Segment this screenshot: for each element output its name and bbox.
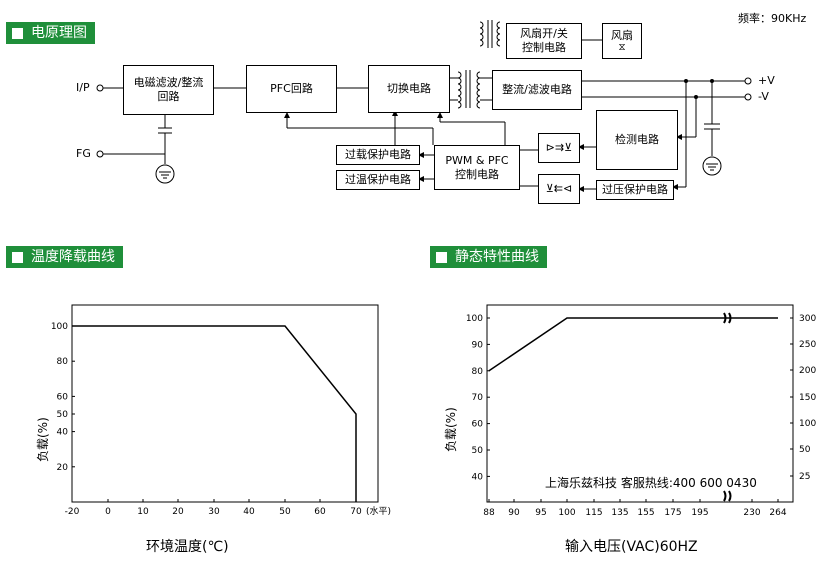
plot-frame: [486, 304, 794, 503]
y-tick-label: 20: [57, 463, 69, 473]
block-diagram-header: 电原理图: [6, 22, 95, 44]
fan-control-block: 风扇开/关 控制电路: [506, 23, 582, 59]
square-icon: [12, 27, 23, 39]
x-tick-label: 115: [585, 508, 602, 518]
y-tick-label: 100: [466, 314, 483, 324]
rectifier-block: 整流/滤波电路: [492, 70, 582, 110]
x-tick-label: 50: [279, 507, 291, 517]
x-tick-label: 88: [483, 508, 495, 518]
x-tick-label: 20: [172, 507, 184, 517]
switch-block: 切换电路: [368, 65, 450, 113]
y2-tick-label: 200: [799, 366, 816, 376]
x-tick-label: 30: [208, 507, 220, 517]
x-tick-label: 90: [508, 508, 520, 518]
x-tick-label: 95: [535, 508, 546, 518]
x-tick-label: 40: [243, 507, 255, 517]
x-tick-label: 195: [691, 508, 708, 518]
optocoupler-icon: ⊳⇉⊻: [545, 141, 573, 154]
x-tick-label: 155: [637, 508, 654, 518]
x-tick-label: 10: [137, 507, 149, 517]
x-tick-label: 60: [314, 507, 326, 517]
y2-tick-label: 150: [799, 393, 816, 403]
x-tick-label: 264: [769, 508, 786, 518]
y-tick-label: 100: [51, 322, 68, 332]
y2-tick-label: 50: [799, 445, 811, 455]
fan-label: 风扇: [611, 29, 633, 42]
static-watermark: 上海乐兹科技 客服热线:400 600 0430: [545, 476, 757, 490]
y-tick-label: 80: [57, 357, 69, 367]
y-tick-label: 40: [472, 472, 484, 482]
x-tick-label: 70: [350, 507, 362, 517]
x-unit-note: (水平): [366, 505, 391, 517]
y2-tick-label: 250: [799, 340, 816, 350]
header-label: 静态特性曲线: [455, 249, 539, 265]
y-tick-label: 50: [472, 446, 484, 456]
static-line: [488, 317, 778, 372]
derating-header: 温度降载曲线: [6, 246, 123, 268]
x-tick-label: 135: [611, 508, 628, 518]
x-tick-label: 100: [558, 508, 575, 518]
y-tick-label: 40: [57, 428, 69, 438]
square-icon: [436, 251, 447, 263]
axis-break-icon: [723, 490, 732, 502]
x-tick-label: 230: [743, 508, 760, 518]
optocoupler-icon: ⊻⇇⊲: [545, 182, 573, 195]
x-tick-label: -20: [65, 507, 80, 517]
y-tick-label: 70: [472, 393, 484, 403]
derating-ylabel: 负载(%): [36, 417, 50, 462]
pwm-block: PWM & PFC 控制电路: [434, 145, 520, 190]
y-tick-label: 90: [472, 340, 484, 350]
static-xlabel: 输入电压(VAC)60HZ: [565, 539, 698, 555]
port-fg: FG: [76, 147, 91, 160]
static-ylabel: 负载(%): [444, 407, 458, 452]
fan-block: 风扇 ⧖: [602, 23, 642, 59]
block-diagram-wires: [96, 20, 752, 192]
square-icon: [12, 251, 23, 263]
static-header: 静态特性曲线: [430, 246, 547, 268]
y2-tick-label: 25: [799, 472, 810, 482]
y-tick-label: 80: [472, 367, 484, 377]
overvolt-block: 过压保护电路: [596, 180, 674, 200]
overtemp-block: 过温保护电路: [336, 170, 420, 190]
y-tick-label: 60: [57, 392, 69, 402]
derating-xlabel: 环境温度(℃): [146, 539, 229, 555]
x-tick-label: 0: [105, 507, 111, 517]
port-ip: I/P: [76, 81, 90, 94]
plot-frame: [71, 304, 379, 503]
overload-block: 过载保护电路: [336, 145, 420, 165]
detect-block: 检测电路: [596, 110, 678, 170]
y2-tick-label: 100: [799, 419, 816, 429]
opto-top: ⊳⇉⊻: [538, 133, 580, 163]
y-tick-label: 60: [472, 420, 484, 430]
header-label: 温度降载曲线: [31, 249, 115, 265]
port-nv: -V: [758, 90, 769, 103]
fan-icon: ⧖: [618, 42, 626, 53]
y-tick-label: 50: [57, 410, 69, 420]
header-label: 电原理图: [31, 25, 87, 41]
frequency-label: 频率：90KHz: [738, 12, 807, 25]
emi-filter-block: 电磁滤波/整流 回路: [123, 65, 214, 115]
axis-break-icon: [723, 312, 732, 324]
opto-bottom: ⊻⇇⊲: [538, 174, 580, 204]
pfc-block: PFC回路: [246, 65, 337, 113]
derating-line: [72, 325, 357, 502]
port-pv: +V: [758, 74, 775, 87]
x-tick-label: 175: [664, 508, 681, 518]
y2-tick-label: 300: [799, 314, 816, 324]
